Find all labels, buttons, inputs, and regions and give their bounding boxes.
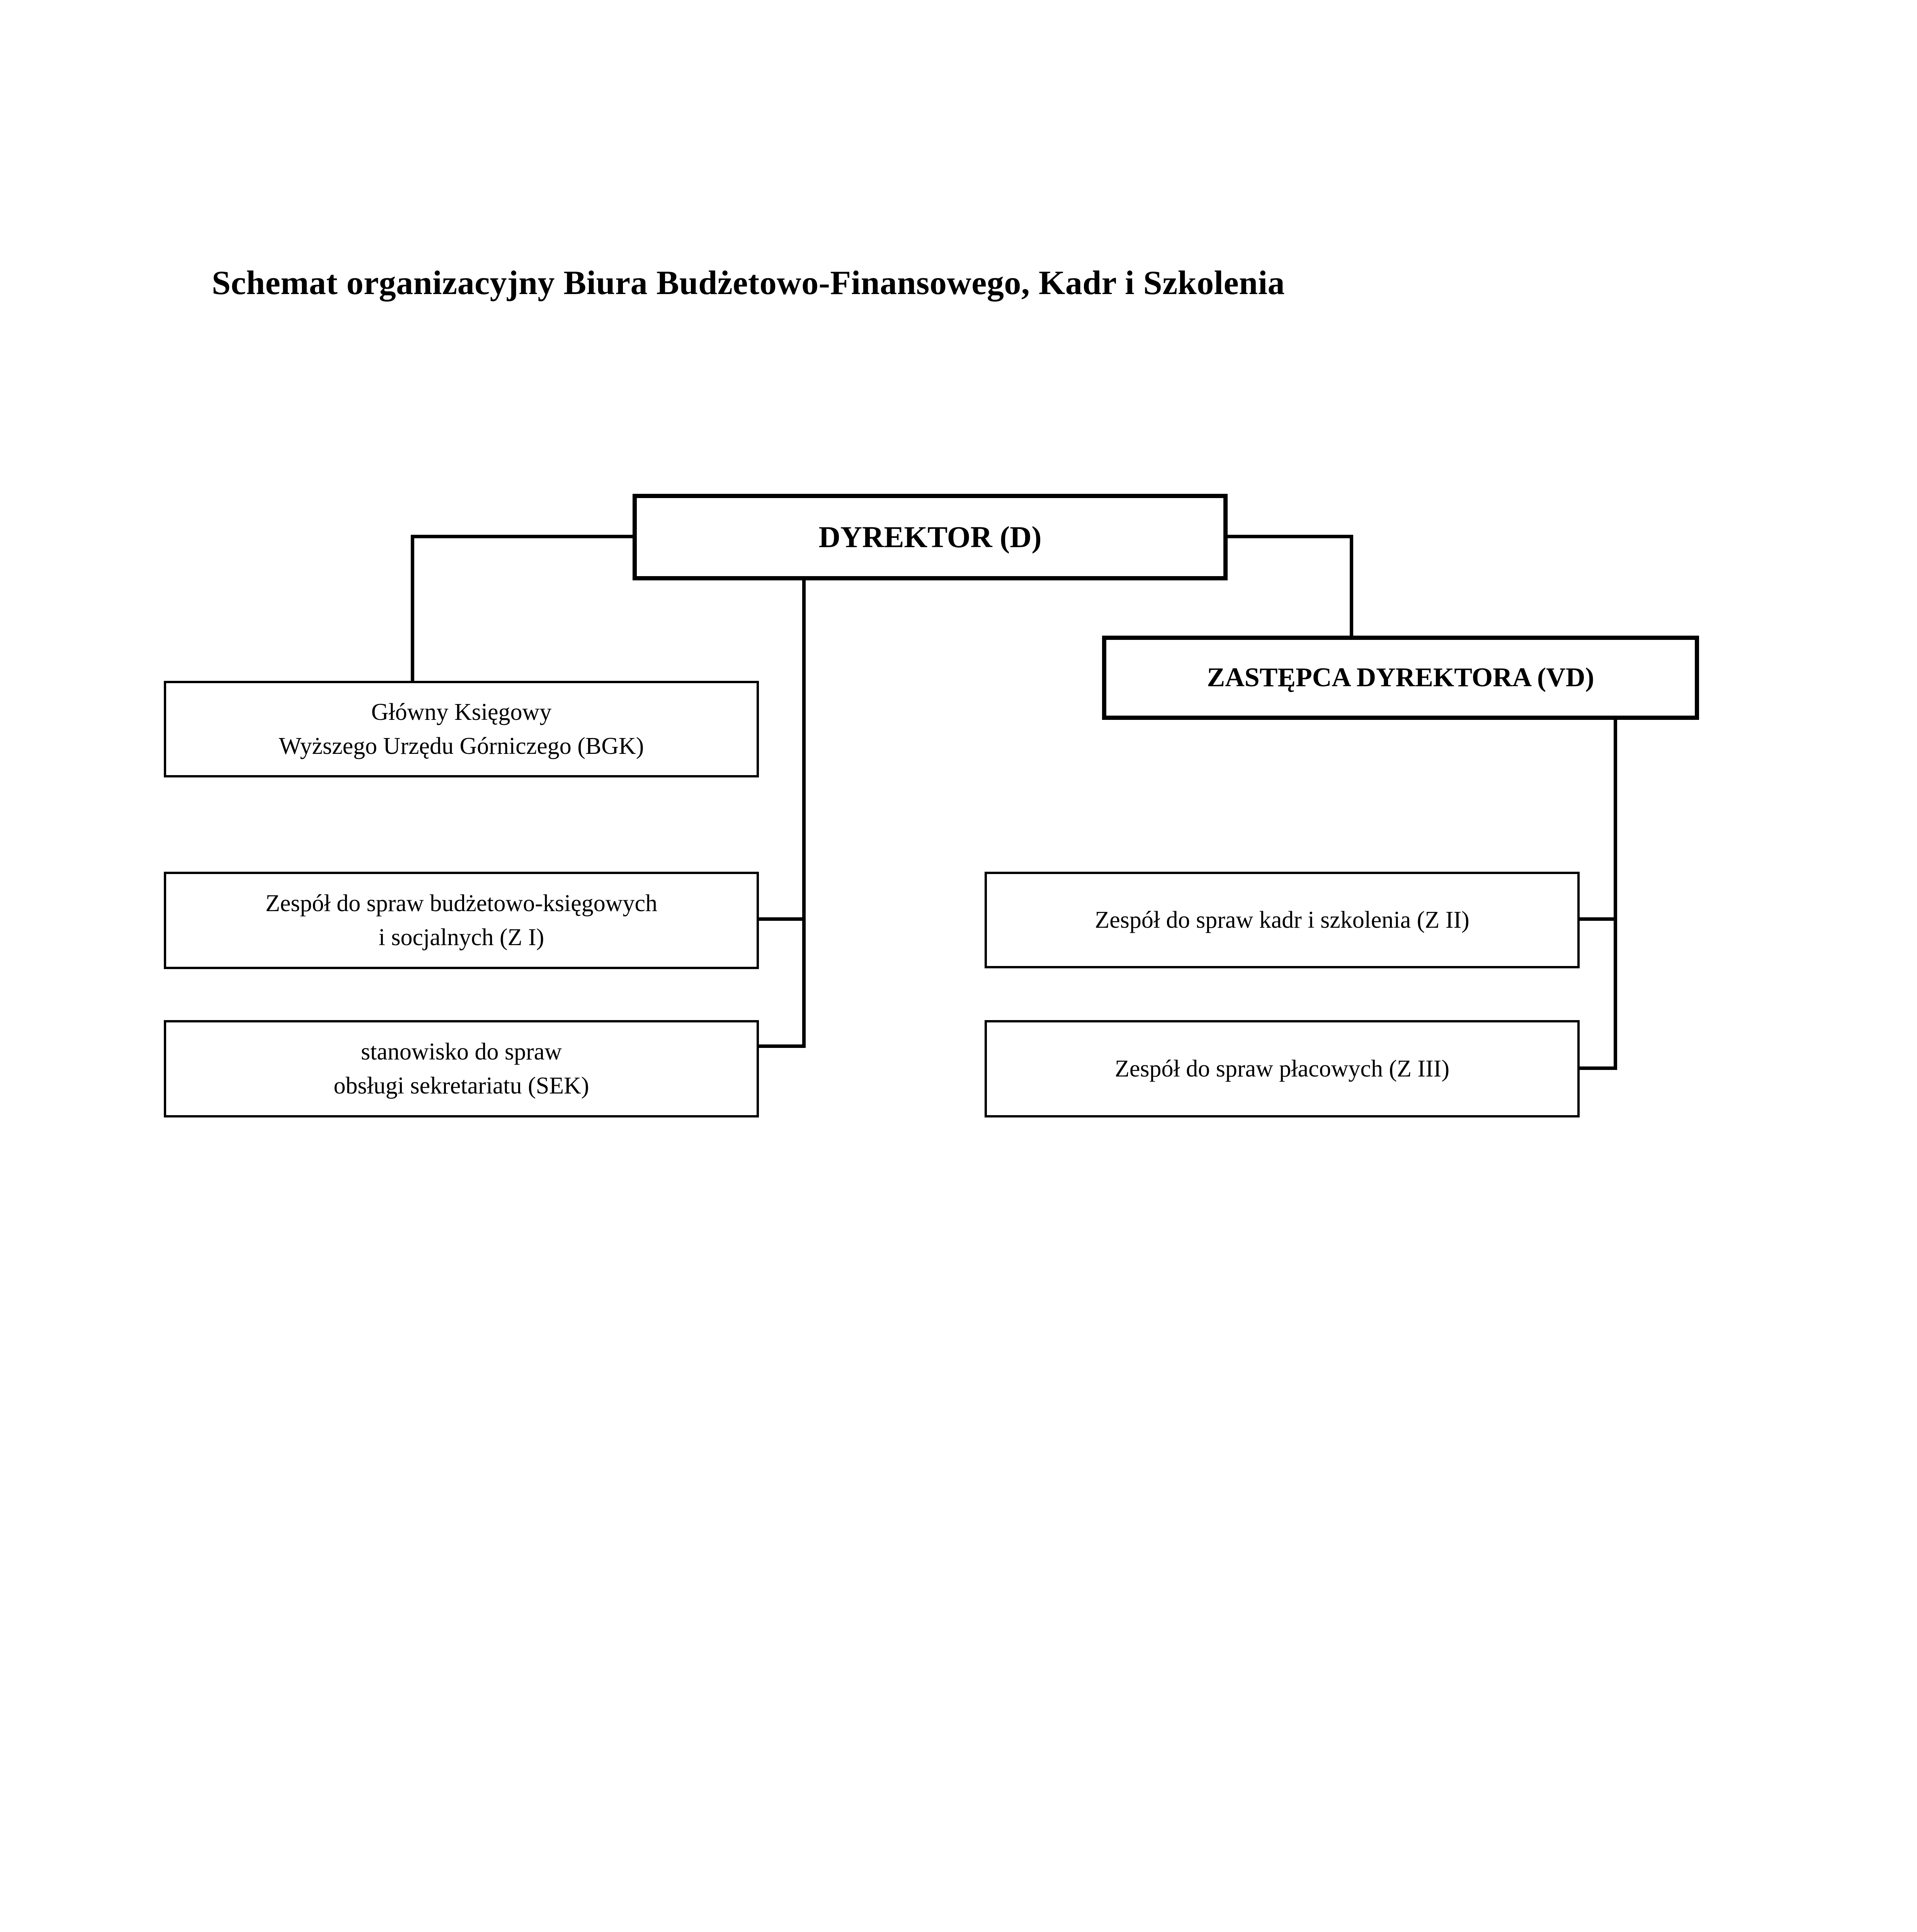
page-title: Schemat organizacyjny Biura Budżetowo-Fi…: [212, 264, 1285, 302]
node-zespol-placowych-z3[interactable]: Zespół do spraw płacowych (Z III): [985, 1020, 1580, 1117]
node-zastepca-dyrektora-label: ZASTĘPCA DYREKTORA (VD): [1106, 662, 1695, 693]
node-zespol-placowych-z3-label: Zespół do spraw płacowych (Z III): [987, 1052, 1577, 1086]
node-dyrektor-label: DYREKTOR (D): [637, 520, 1223, 554]
connector-dyrektor-to-zastepca-horizontal: [1225, 535, 1353, 538]
node-stanowisko-sekretariat-sek-line-1: stanowisko do spraw: [361, 1038, 562, 1065]
node-glowny-ksiegowy-bgk[interactable]: Główny Księgowy Wyższego Urzędu Górnicze…: [164, 681, 759, 777]
node-zastepca-dyrektora[interactable]: ZASTĘPCA DYREKTORA (VD): [1102, 636, 1699, 720]
connector-dyrektor-to-z1-horizontal: [757, 917, 806, 921]
connector-dyrektor-to-zastepca-vertical: [1350, 535, 1353, 638]
connector-zastepca-to-z2-horizontal: [1577, 917, 1617, 921]
node-stanowisko-sekretariat-sek-line-2: obsługi sekretariatu (SEK): [333, 1073, 589, 1099]
node-zespol-placowych-z3-line-1: Zespół do spraw płacowych (Z III): [1115, 1055, 1449, 1082]
connector-zastepca-spine-vertical: [1614, 717, 1617, 1070]
connector-dyrektor-spine-vertical: [802, 578, 806, 1048]
node-dyrektor-line-1: DYREKTOR (D): [818, 520, 1042, 554]
node-zespol-kadr-szkolenia-z2-line-1: Zespół do spraw kadr i szkolenia (Z II): [1095, 906, 1470, 933]
connector-dyrektor-to-sek-horizontal: [757, 1044, 806, 1048]
node-zespol-budzetowo-ksiegowych-z1[interactable]: Zespół do spraw budżetowo-księgowych i s…: [164, 872, 759, 969]
node-zespol-kadr-szkolenia-z2-label: Zespół do spraw kadr i szkolenia (Z II): [987, 903, 1577, 937]
node-zastepca-dyrektora-line-1: ZASTĘPCA DYREKTORA (VD): [1207, 663, 1594, 692]
node-stanowisko-sekretariat-sek-label: stanowisko do spraw obsługi sekretariatu…: [166, 1035, 757, 1103]
connector-dyrektor-to-bgk-vertical: [411, 535, 414, 683]
connector-zastepca-to-z3-horizontal: [1577, 1066, 1617, 1070]
node-zespol-budzetowo-ksiegowych-z1-line-1: Zespół do spraw budżetowo-księgowych: [265, 890, 658, 917]
node-glowny-ksiegowy-bgk-line-2: Wyższego Urzędu Górniczego (BGK): [279, 733, 644, 759]
node-dyrektor[interactable]: DYREKTOR (D): [633, 494, 1228, 580]
node-glowny-ksiegowy-bgk-label: Główny Księgowy Wyższego Urzędu Górnicze…: [166, 695, 757, 763]
node-zespol-kadr-szkolenia-z2[interactable]: Zespół do spraw kadr i szkolenia (Z II): [985, 872, 1580, 968]
node-zespol-budzetowo-ksiegowych-z1-label: Zespół do spraw budżetowo-księgowych i s…: [166, 886, 757, 954]
node-stanowisko-sekretariat-sek[interactable]: stanowisko do spraw obsługi sekretariatu…: [164, 1020, 759, 1117]
connector-dyrektor-to-left-column-horizontal: [411, 535, 635, 538]
node-zespol-budzetowo-ksiegowych-z1-line-2: i socjalnych (Z I): [378, 924, 544, 951]
node-glowny-ksiegowy-bgk-line-1: Główny Księgowy: [371, 699, 552, 725]
